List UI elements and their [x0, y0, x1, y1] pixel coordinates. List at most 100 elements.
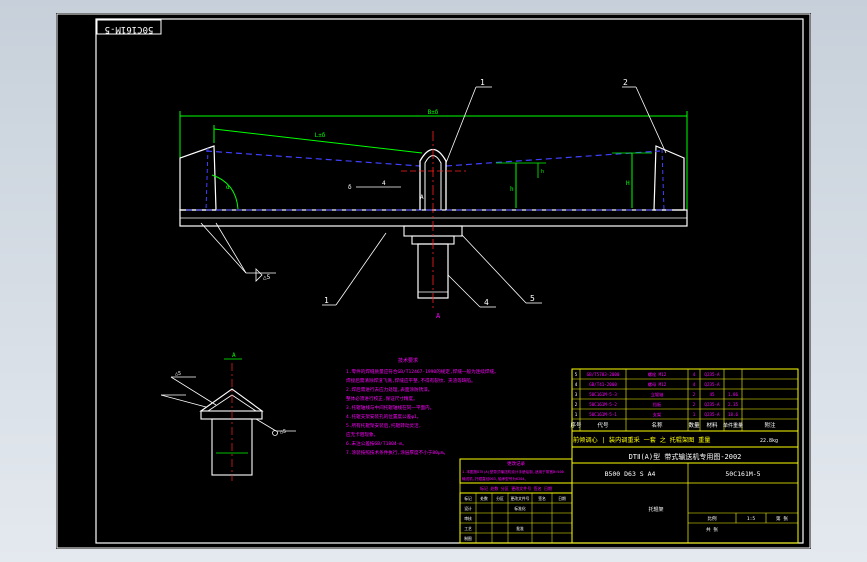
notes-line-3: 整体必须进行校正,保证尺寸精度。 [346, 395, 418, 402]
section-label: A [436, 312, 441, 320]
parts-header-2: 名称 [651, 421, 663, 429]
drawing-number-text: 50C161M-5 [105, 24, 154, 34]
callout-5: 5 [461, 234, 542, 304]
drawing-sheet: 50C161M-5 B±δ L±δ [56, 13, 811, 549]
callout-1-bottom: 1 [322, 232, 387, 306]
parts-cell: 1 [693, 412, 696, 417]
parts-cell: 4 [693, 382, 696, 387]
change-cell: 标记 [464, 496, 472, 501]
title-spec: B500 D63 S A4 [605, 470, 656, 478]
height-dimensions: h H h [496, 152, 652, 208]
change-note-0: 1.本图按DTⅡ(A)型带式输送机设计手册绘制,适用于带宽B=500 [462, 469, 564, 474]
parts-cell: 2 [693, 392, 696, 397]
parts-cell: Q235-A [704, 382, 720, 387]
parts-cell: Q235-A [704, 412, 720, 417]
parts-cell: 45 [709, 392, 715, 397]
callout-4-label: 4 [484, 298, 489, 307]
change-cell: 设计 [464, 506, 472, 511]
title-line1-weight: 22.8kg [760, 438, 778, 444]
callout-2-label: 2 [623, 78, 628, 87]
detail-weld-label: △5 [263, 274, 271, 281]
parts-cell: 2 [693, 402, 696, 407]
parts-cell: Q235-A [704, 402, 720, 407]
inner-width-label: L±δ [315, 132, 326, 139]
change-cell: 标准化 [514, 506, 526, 511]
detail-view-a: A △5 △5 [160, 352, 296, 481]
notes-line-0: 1.零件的焊缝质量应符合GB/T12467-1990的规定,焊缝一般为连续焊缝。 [346, 368, 499, 375]
angle-label: α [226, 184, 230, 191]
parts-cell: 立辊轴 [651, 391, 664, 398]
weld-leader-left: △5 [200, 222, 276, 282]
parts-cell: 50C161M-5-2 [589, 402, 617, 407]
change-cell: 处数 [480, 496, 488, 501]
parts-cell: 1.86 [728, 392, 739, 397]
notes-line-2: 2.焊后需进行去应力处理,表面涂防锈漆。 [346, 386, 432, 393]
parts-cell: 4 [575, 382, 578, 387]
weld-right-label: h [541, 169, 544, 175]
height-h-label: h [510, 186, 514, 193]
overall-width-label: B±δ [428, 109, 439, 116]
parts-header-4: 材料 [706, 421, 718, 429]
title-code: 50C161M-5 [725, 470, 760, 478]
change-cell: 更改文件号 [511, 496, 530, 501]
parts-cell: Q235-A [704, 372, 720, 377]
notes-line-1: 焊接后需清除焊渣飞溅,焊缝应平整,不得有裂纹、夹渣等缺陷。 [346, 377, 476, 384]
parts-header-0: 序号 [570, 421, 582, 429]
plate-mark-label: δ [348, 184, 352, 191]
change-cell: 日期 [558, 496, 566, 501]
callout-1-label: 1 [480, 78, 485, 87]
change-note-1: 输送机,托辊直径D63,轴承型号为6204。 [462, 476, 528, 481]
notes-title: 技术要求 [398, 357, 418, 364]
change-cell: 审核 [464, 516, 472, 521]
parts-header-5: 单件重量 [723, 422, 743, 429]
title-sheet-label: 共 张 [706, 526, 718, 533]
change-title: 更改记录 [507, 460, 525, 467]
height-H-label: H [626, 180, 630, 187]
inner-border [95, 18, 804, 544]
change-mid-caption: 标记 处数 分区 更改文件号 签名 日期 [480, 485, 552, 491]
parts-header-6: 附注 [764, 421, 776, 429]
parts-cell: 4 [693, 372, 696, 377]
parts-header-row: 序号 代号 名称 数量 材料 单件重量 附注 [570, 421, 776, 429]
title-sheet: 第 张 [776, 515, 788, 522]
callout-1-top: 1 [445, 78, 492, 164]
title-company: DTⅡ(A)型 带式输送机专用图-2002 [629, 452, 742, 461]
parts-cell: 50C161M-5-3 [589, 392, 617, 397]
parts-cell: 3 [575, 392, 578, 397]
parts-cell: GB/T5783-2000 [587, 372, 620, 377]
parts-cell: 2 [575, 402, 578, 407]
parts-cell: 5 [575, 372, 578, 377]
parts-cell: 螺栓 M12 [648, 371, 667, 378]
right-side-bracket [653, 145, 685, 211]
parts-cell: 18.6 [728, 412, 739, 417]
roller-axes [186, 150, 676, 211]
notes-line-8: 6.未注公差按GB/T1804-m。 [346, 440, 407, 447]
detail-weld2-label: △5 [175, 371, 181, 377]
parts-header-1: 代号 [597, 421, 609, 429]
change-cell: 批准 [516, 526, 524, 531]
parts-cell: 螺母 M12 [648, 381, 667, 388]
callout-2: 2 [622, 78, 667, 154]
parts-cell: 支架 [653, 411, 661, 418]
overall-dimension: B±δ [179, 109, 688, 218]
callout-5-label: 5 [530, 294, 535, 303]
parts-cell: GB/T41-2000 [589, 382, 617, 387]
technical-notes: 技术要求 1.零件的焊缝质量应符合GB/T12467-1990的规定,焊缝一般为… [346, 357, 499, 456]
parts-cell: 1 [575, 412, 578, 417]
detail-right-label: △5 [280, 429, 286, 435]
roll-mark-label: 4 [382, 180, 386, 187]
detail-scale-label: A [232, 352, 236, 359]
change-cell: 分区 [496, 496, 504, 501]
inner-dimension: L±δ [213, 125, 423, 154]
base-plate [179, 209, 688, 227]
notes-line-7: 应无卡阻现象。 [346, 431, 378, 438]
drawing-number-box [96, 19, 162, 35]
callout-4: 4 [447, 274, 496, 308]
left-side-bracket [179, 145, 217, 211]
title-name-caption: 托辊架 [648, 506, 663, 513]
drawing-canvas: 50C161M-5 B±δ L±δ [56, 13, 811, 549]
notes-line-6: 5.所有托辊架安装后,托辊转动灵活, [346, 422, 421, 429]
pin-mark-label: A [420, 194, 424, 201]
